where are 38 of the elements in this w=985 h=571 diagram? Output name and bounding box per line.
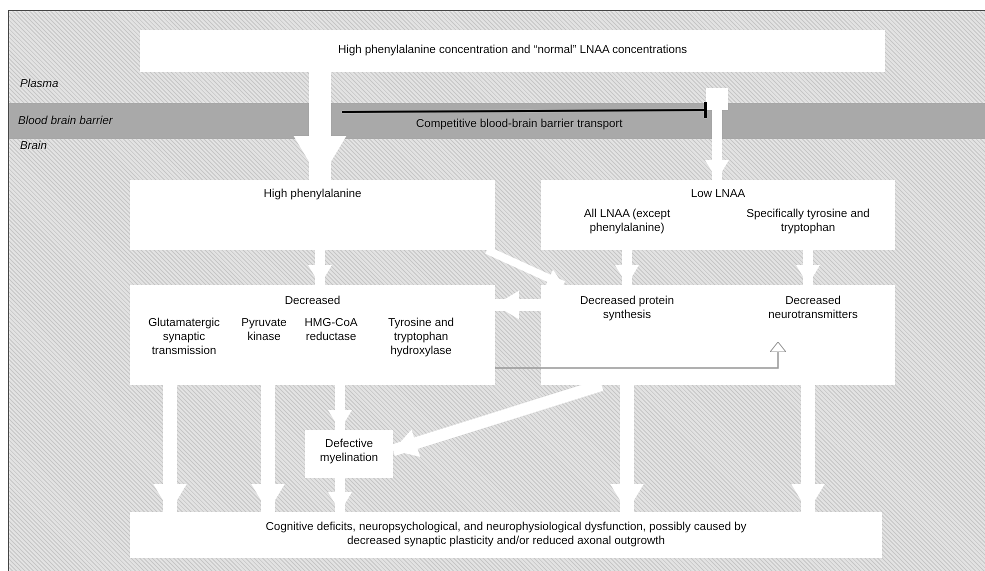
empty-box bbox=[706, 88, 728, 110]
box-text: Specifically tyrosine and tryptophan bbox=[745, 208, 871, 236]
process-box bbox=[140, 30, 885, 72]
region-label: Plasma bbox=[20, 78, 58, 90]
region-label: Blood brain barrier bbox=[18, 115, 113, 127]
process-box bbox=[541, 285, 895, 385]
box-text: All LNAA (except phenylalanine) bbox=[582, 208, 672, 236]
arrow bbox=[791, 385, 825, 512]
arrow bbox=[328, 478, 352, 512]
inhibition-line bbox=[342, 102, 708, 118]
box-text: Pyruvate kinase bbox=[240, 317, 288, 345]
arrow bbox=[610, 385, 644, 512]
process-box bbox=[541, 180, 895, 250]
box-text: Decreased neurotransmitters bbox=[767, 295, 859, 323]
region-label: Brain bbox=[20, 140, 47, 152]
arrow bbox=[495, 342, 786, 369]
box-text: Decreased protein synthesis bbox=[579, 295, 675, 323]
heading-text: Low LNAA bbox=[690, 188, 746, 202]
edge-label: Competitive blood-brain barrier transport bbox=[414, 118, 624, 130]
heading-text: Decreased bbox=[284, 295, 342, 309]
box-text: Tyrosine and tryptophan hydroxylase bbox=[387, 317, 455, 358]
box-text: HMG-CoA reductase bbox=[303, 317, 359, 345]
arrow bbox=[705, 110, 729, 180]
box-text: Defective myelination bbox=[318, 438, 380, 466]
box-text: High phenylalanine bbox=[262, 188, 362, 202]
arrow bbox=[328, 385, 352, 430]
process-box bbox=[130, 180, 495, 250]
box-text: Cognitive deficits, neuropsychological, and neurophysiological dysfunction, possibly caused by decreased synaptic plasticity and/or reduced axonal outgrowth bbox=[264, 521, 748, 549]
arrow bbox=[615, 250, 639, 285]
process-box bbox=[130, 512, 882, 558]
process-box bbox=[305, 430, 393, 478]
box-text: High phenylalanine concentration and “normal” LNAA concentrations bbox=[336, 44, 688, 58]
arrow bbox=[294, 72, 346, 180]
box-text: Glutamatergic synaptic transmission bbox=[147, 317, 221, 358]
arrow bbox=[153, 385, 187, 512]
arrow bbox=[495, 290, 541, 320]
process-box bbox=[130, 285, 495, 385]
arrow bbox=[251, 385, 285, 512]
